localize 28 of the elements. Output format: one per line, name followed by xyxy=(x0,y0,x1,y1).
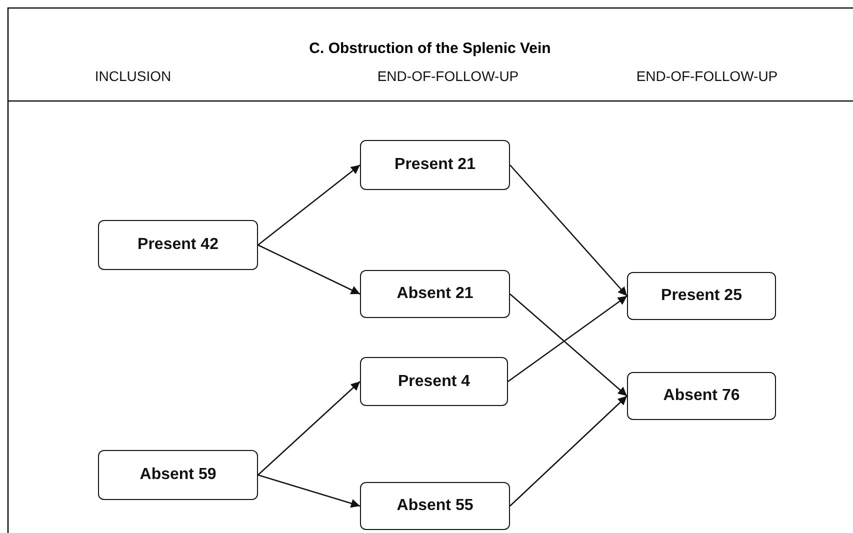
node-label: Absent 21 xyxy=(396,285,474,303)
column-heading: END-OF-FOLLOW-UP xyxy=(636,68,778,84)
column-heading: END-OF-FOLLOW-UP xyxy=(377,68,519,84)
count-box xyxy=(627,372,776,420)
count-box xyxy=(98,220,258,270)
count-box xyxy=(360,357,508,406)
arrow xyxy=(510,164,628,296)
node-label: Present 21 xyxy=(394,156,476,174)
count-box xyxy=(627,272,776,320)
column-heading: INCLUSION xyxy=(94,68,172,84)
arrow xyxy=(508,295,628,382)
arrow xyxy=(258,244,360,295)
node-label: Present 4 xyxy=(398,372,470,390)
count-box xyxy=(360,482,510,530)
arrow xyxy=(510,294,628,396)
count-box xyxy=(360,140,510,190)
node-label: Present 42 xyxy=(138,236,218,254)
node-label: Present 25 xyxy=(661,287,742,305)
count-box xyxy=(360,270,510,318)
node-label: Absent 55 xyxy=(396,497,474,515)
node-label: Absent 76 xyxy=(663,387,740,405)
count-box xyxy=(98,450,258,500)
arrow xyxy=(258,164,360,246)
arrow xyxy=(258,474,360,508)
diagram-title: C. Obstruction of the Splenic Vein xyxy=(309,40,551,57)
arrow xyxy=(258,381,360,476)
arrow xyxy=(510,396,628,506)
node-label: Absent 59 xyxy=(140,466,216,484)
